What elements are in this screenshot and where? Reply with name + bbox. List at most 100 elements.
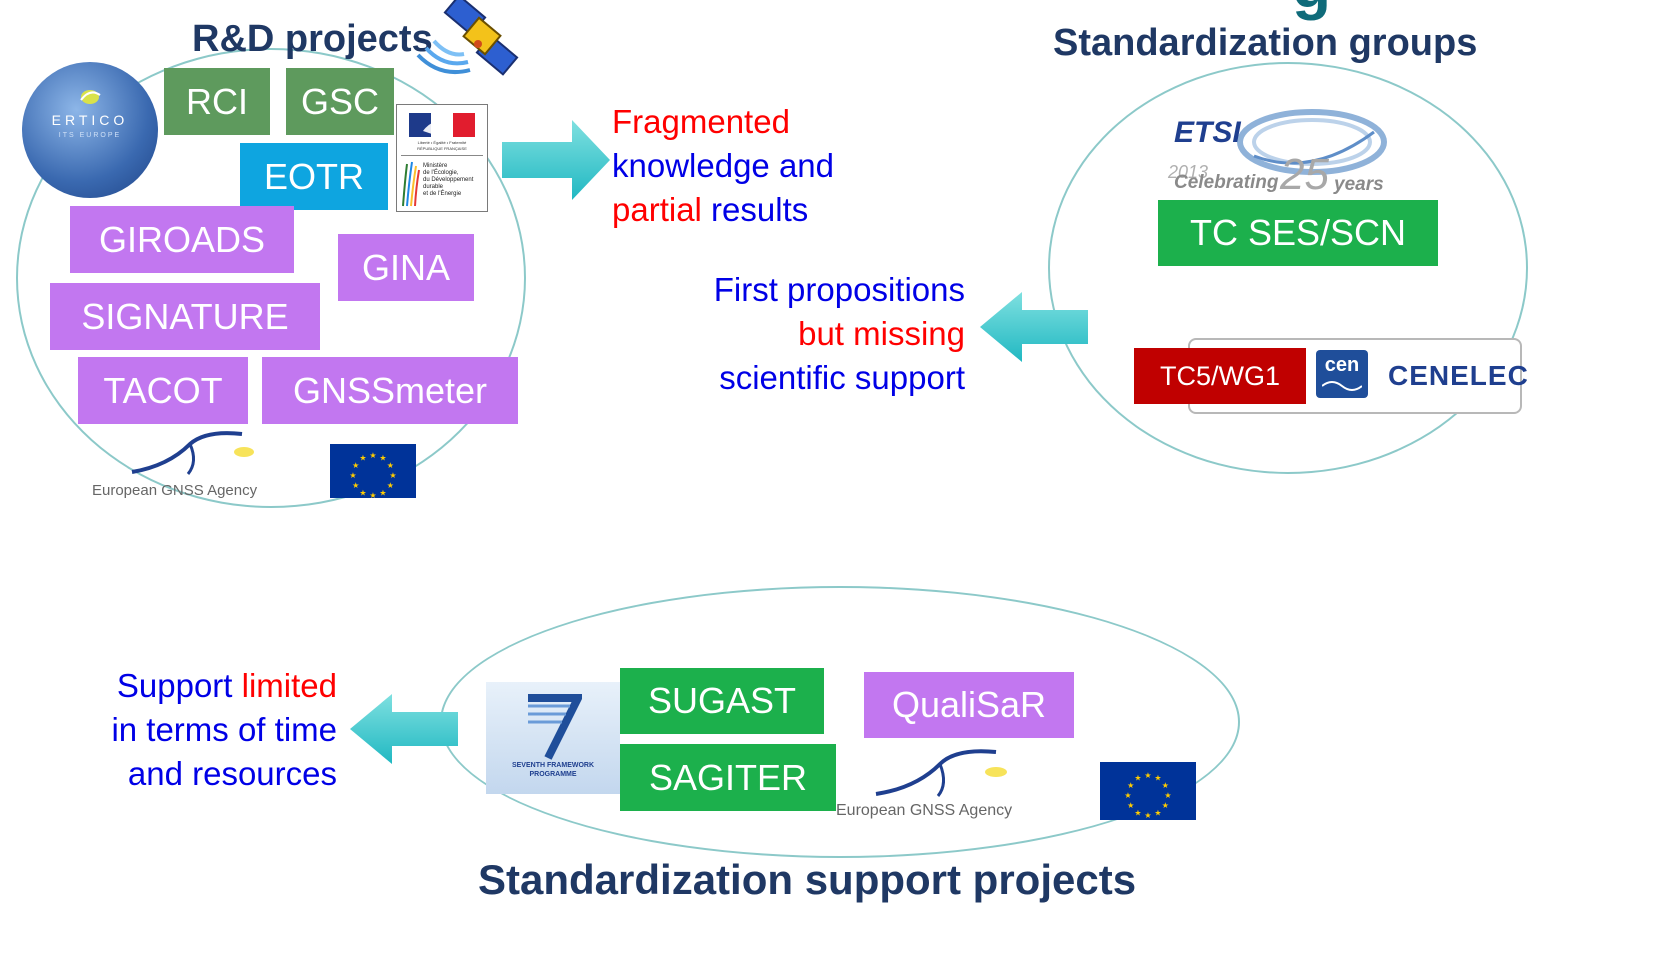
marianne-motto: Liberté • Égalité • Fraternité [417,140,467,145]
ministry-stripes-icon [402,161,420,207]
eu-flag-icon-bottom: ★★★ ★★★ ★★★ ★★★ [1100,762,1196,820]
etsi-name: ETSI [1174,116,1241,149]
svg-text:★: ★ [369,451,376,460]
clipped-title-fragment: g [1292,0,1331,22]
fp7-line-2: PROGRAMME [529,771,577,778]
svg-text:★: ★ [1154,774,1161,783]
project-qualisar: QualiSaR [864,672,1074,738]
cen-name: cen [1324,354,1360,376]
note-support-limited: Support limited in terms of time and res… [60,664,337,796]
svg-text:★: ★ [1127,801,1134,810]
project-gnssmeter: GNSSmeter [262,357,518,424]
arrow-left-icon-support [350,694,458,764]
cen-logo: cen [1316,350,1368,398]
note-first-line-2: but missing [798,315,965,352]
etsi-logo: ETSI 2013 Celebrating 25 years [1164,108,1394,200]
etsi-years: years [1334,174,1384,195]
svg-text:★: ★ [1127,781,1134,790]
gsa-swoosh-icon-bottom [875,749,1007,797]
ministry-text: Ministère de l'Écologie, du Développemen… [423,163,473,198]
note-support-line-1: Support limited [60,664,337,708]
etsi-swoosh-icon [1237,109,1387,175]
svg-text:★: ★ [352,461,359,470]
cen-wave-icon [1322,381,1362,391]
svg-text:★: ★ [1144,811,1151,820]
svg-text:★: ★ [379,454,386,463]
arrow-left-icon-groups [980,292,1088,362]
svg-text:★: ★ [387,461,394,470]
etsi-celebrating: Celebrating [1174,172,1279,193]
note-fragmented-line-1: Fragmented [612,103,790,140]
project-giroads: GIROADS [70,206,294,273]
std-support-heading: Standardization support projects [478,856,1137,903]
project-eotr: EOTR [240,143,388,210]
note-fragmented: Fragmented knowledge and partial results [612,100,834,232]
project-sagiter: SAGITER [620,744,836,811]
note-fragmented-partial: partial [612,191,702,228]
ministry-line-3: du Développement [423,177,474,183]
fp7-line-1: SEVENTH FRAMEWORK [511,762,595,769]
note-limited-word: limited [232,667,337,704]
fp7-logo: SEVENTH FRAMEWORK PROGRAMME [486,682,620,794]
ertico-logo: ERTICO ITS EUROPE [22,62,158,198]
ertico-name: ERTICO [51,112,129,128]
ministry-line-2: de l'Écologie, [423,170,459,176]
svg-text:★: ★ [369,491,376,498]
note-first-propositions: First propositions but missing scientifi… [660,268,965,400]
svg-text:★: ★ [1144,771,1151,780]
svg-text:★: ★ [1164,791,1171,800]
project-tacot: TACOT [78,357,248,424]
gsa-name-top: European GNSS Agency [92,482,258,499]
svg-text:★: ★ [389,471,396,480]
ministry-line-1: Ministère [423,163,448,169]
project-gina: GINA [338,234,474,301]
rd-projects-heading: R&D projects [192,18,433,60]
cenelec-name: CENELEC [1388,360,1529,391]
ertico-swirl-icon [80,90,101,104]
french-ministry-logo: Liberté • Égalité • Fraternité RÉPUBLIQU… [396,104,488,212]
note-first-line-1: First propositions [713,271,965,308]
fp7-seven-icon [528,694,582,760]
std-groups-heading: Standardization groups [1053,22,1478,64]
gsa-swoosh-icon [131,431,254,475]
group-tc5-wg1: TC5/WG1 [1134,348,1306,404]
svg-text:★: ★ [1124,791,1131,800]
gsa-logo-top: European GNSS Agency [92,426,292,502]
ertico-tagline: ITS EUROPE [58,132,122,139]
svg-text:★: ★ [387,481,394,490]
ministry-line-5: et de l'Énergie [423,191,462,197]
eu-flag-icon: ★★★ ★★★ ★★★ ★★★ [330,444,416,498]
etsi-year: 2013 [1168,162,1209,182]
std-groups-ellipse [1048,62,1528,474]
note-fragmented-results: results [701,191,809,228]
svg-text:★: ★ [1162,781,1169,790]
marianne-rf: RÉPUBLIQUE FRANÇAISE [417,146,467,151]
arrow-right-icon [502,120,610,200]
svg-text:★: ★ [352,481,359,490]
etsi-25: 25 [1280,150,1329,199]
note-first-line-3: scientific support [719,359,965,396]
svg-text:★: ★ [1162,801,1169,810]
svg-text:★: ★ [359,454,366,463]
svg-text:★: ★ [1134,774,1141,783]
project-signature: SIGNATURE [50,283,320,350]
group-tc-ses-scn: TC SES/SCN [1158,200,1438,266]
note-support-word: Support [116,667,233,704]
marianne-flag-icon [409,113,475,137]
svg-text:★: ★ [1134,808,1141,817]
project-rci: RCI [164,68,270,135]
rd-projects-ellipse [16,48,526,508]
ministry-divider [401,155,483,156]
svg-text:★: ★ [1154,808,1161,817]
gsa-name-bottom: European GNSS Agency [836,802,1013,819]
note-fragmented-line-2: knowledge and [612,147,835,184]
satellite-icon [416,0,519,76]
note-fragmented-line-3: partial results [612,188,834,232]
note-support-line-3: and resources [127,755,337,792]
note-support-line-2: in terms of time [111,711,337,748]
svg-text:★: ★ [359,488,366,497]
svg-text:★: ★ [349,471,356,480]
project-gsc: GSC [286,68,394,135]
gsa-logo-bottom: European GNSS Agency [836,744,1056,824]
project-sugast: SUGAST [620,668,824,734]
